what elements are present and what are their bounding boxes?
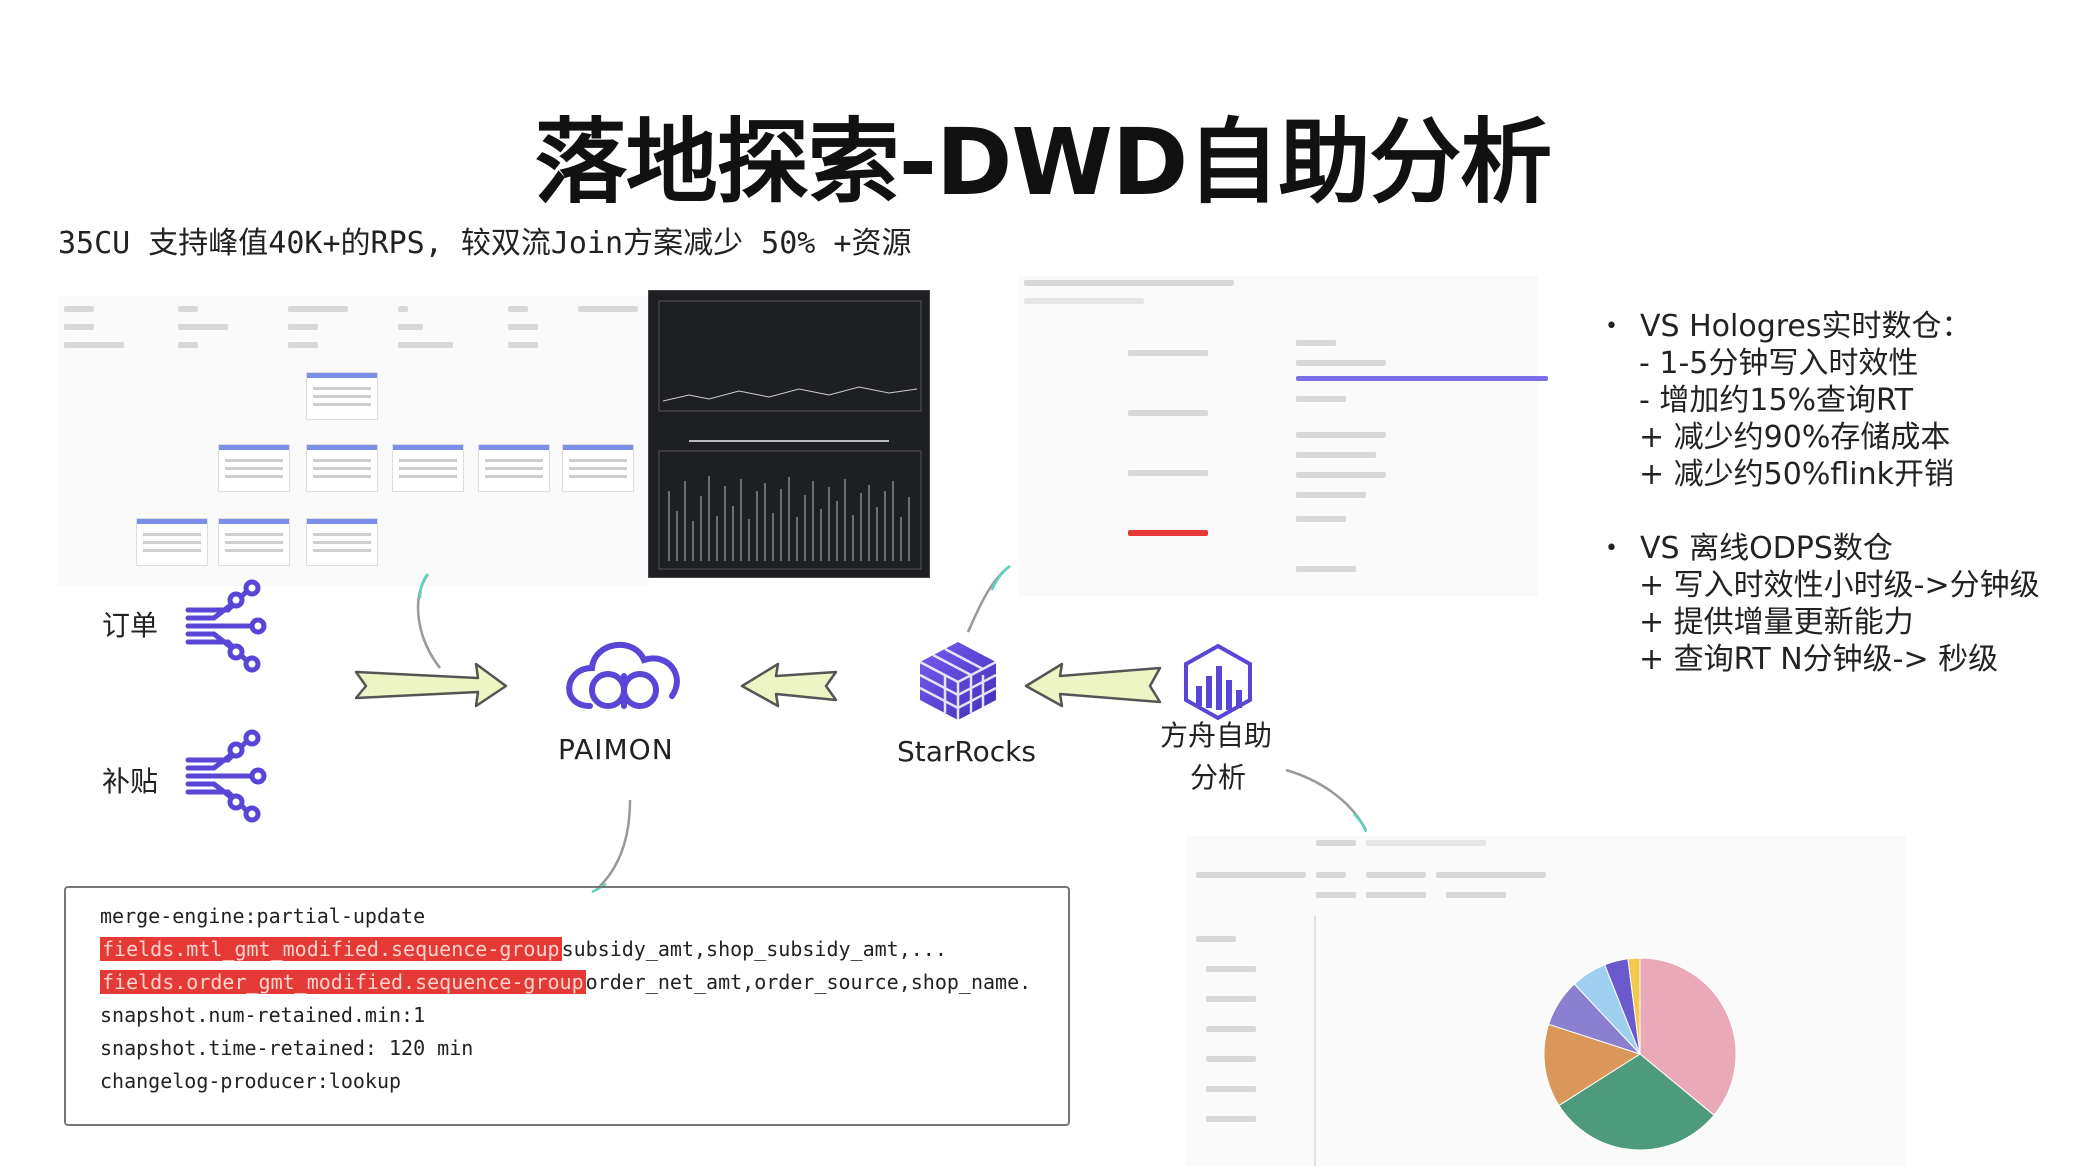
monitoring-chart-thumbnail — [648, 290, 930, 578]
arrow-fangzhou-to-starrocks — [1024, 662, 1162, 708]
paimon-config-box: merge-engine:partial-update fields.mtl_g… — [64, 886, 1070, 1126]
subsidy-label: 补贴 — [102, 765, 159, 798]
paimon-icon — [566, 641, 680, 709]
hologres-point-3: + 减少约90%存储成本 — [1639, 420, 1951, 455]
hologres-heading: VS Hologres实时数仓： — [1639, 309, 1972, 344]
slide-title: 落地探索-DWD自助分析 — [534, 109, 1552, 216]
config-line-changelog-producer: changelog-producer:lookup — [100, 1069, 402, 1093]
slide-subtitle: 35CU 支持峰值40K+的RPS, 较双流Join方案减少 50% +资源 — [58, 226, 912, 261]
fangzhou-bi-icon — [1184, 643, 1252, 721]
config-line-time-retained: snapshot.time-retained: 120 min — [100, 1036, 474, 1060]
config-value: subsidy_amt,shop_subsidy_amt,... — [561, 937, 947, 961]
hologres-heading-row: • VS Hologres实时数仓： — [1605, 308, 1972, 345]
bullet-icon: • — [1605, 536, 1618, 561]
starrocks-label: StarRocks — [897, 735, 1036, 768]
hologres-point-1: - 1-5分钟写入时效性 — [1639, 346, 1919, 381]
config-line-sequence-group-2: fields.order_gmt_modified.sequence-group… — [100, 966, 1034, 999]
bullet-icon: • — [1605, 314, 1618, 339]
config-line-merge-engine: merge-engine:partial-update — [100, 904, 426, 928]
config-value: order_net_amt,order_source,shop_name... — [585, 970, 1034, 994]
odps-heading: VS 离线ODPS数仓 — [1639, 531, 1893, 566]
odps-comparison-panel: • VS 离线ODPS数仓 + 写入时效性小时级->分钟级 + 提供增量更新能力… — [1605, 530, 2040, 678]
odps-point-1: + 写入时效性小时级->分钟级 — [1639, 568, 2040, 603]
odps-heading-row: • VS 离线ODPS数仓 — [1605, 530, 2040, 567]
dag-screenshot-thumbnail — [58, 296, 648, 586]
subsidy-source-icon — [185, 729, 267, 823]
bi-dashboard-thumbnail — [1186, 836, 1906, 1166]
fangzhou-label-line1: 方舟自助 — [1160, 719, 1273, 752]
connector-lines — [416, 564, 1368, 894]
query-profile-thumbnail — [1018, 276, 1548, 596]
highlighted-config-key: fields.mtl_gmt_modified.sequence-group — [100, 937, 562, 961]
arrow-starrocks-to-paimon — [740, 662, 838, 708]
hologres-point-4: + 减少约50%flink开销 — [1639, 457, 1954, 492]
odps-point-3: + 查询RT N分钟级-> 秒级 — [1639, 642, 1999, 677]
order-label: 订单 — [102, 609, 159, 642]
highlighted-config-key: fields.order_gmt_modified.sequence-group — [100, 970, 586, 994]
config-line-num-retained: snapshot.num-retained.min:1 — [100, 1003, 426, 1027]
arrow-sources-to-paimon — [354, 662, 508, 708]
hologres-point-2: - 增加约15%查询RT — [1639, 383, 1914, 418]
starrocks-icon — [919, 642, 997, 720]
monitoring-chart-graphic — [658, 300, 922, 570]
order-source-icon — [185, 579, 267, 673]
paimon-label: PAIMON — [558, 733, 674, 766]
odps-point-2: + 提供增量更新能力 — [1639, 605, 1914, 640]
hologres-comparison-panel: • VS Hologres实时数仓： - 1-5分钟写入时效性 - 增加约15%… — [1605, 308, 1972, 493]
fangzhou-label-line2: 分析 — [1190, 761, 1247, 794]
